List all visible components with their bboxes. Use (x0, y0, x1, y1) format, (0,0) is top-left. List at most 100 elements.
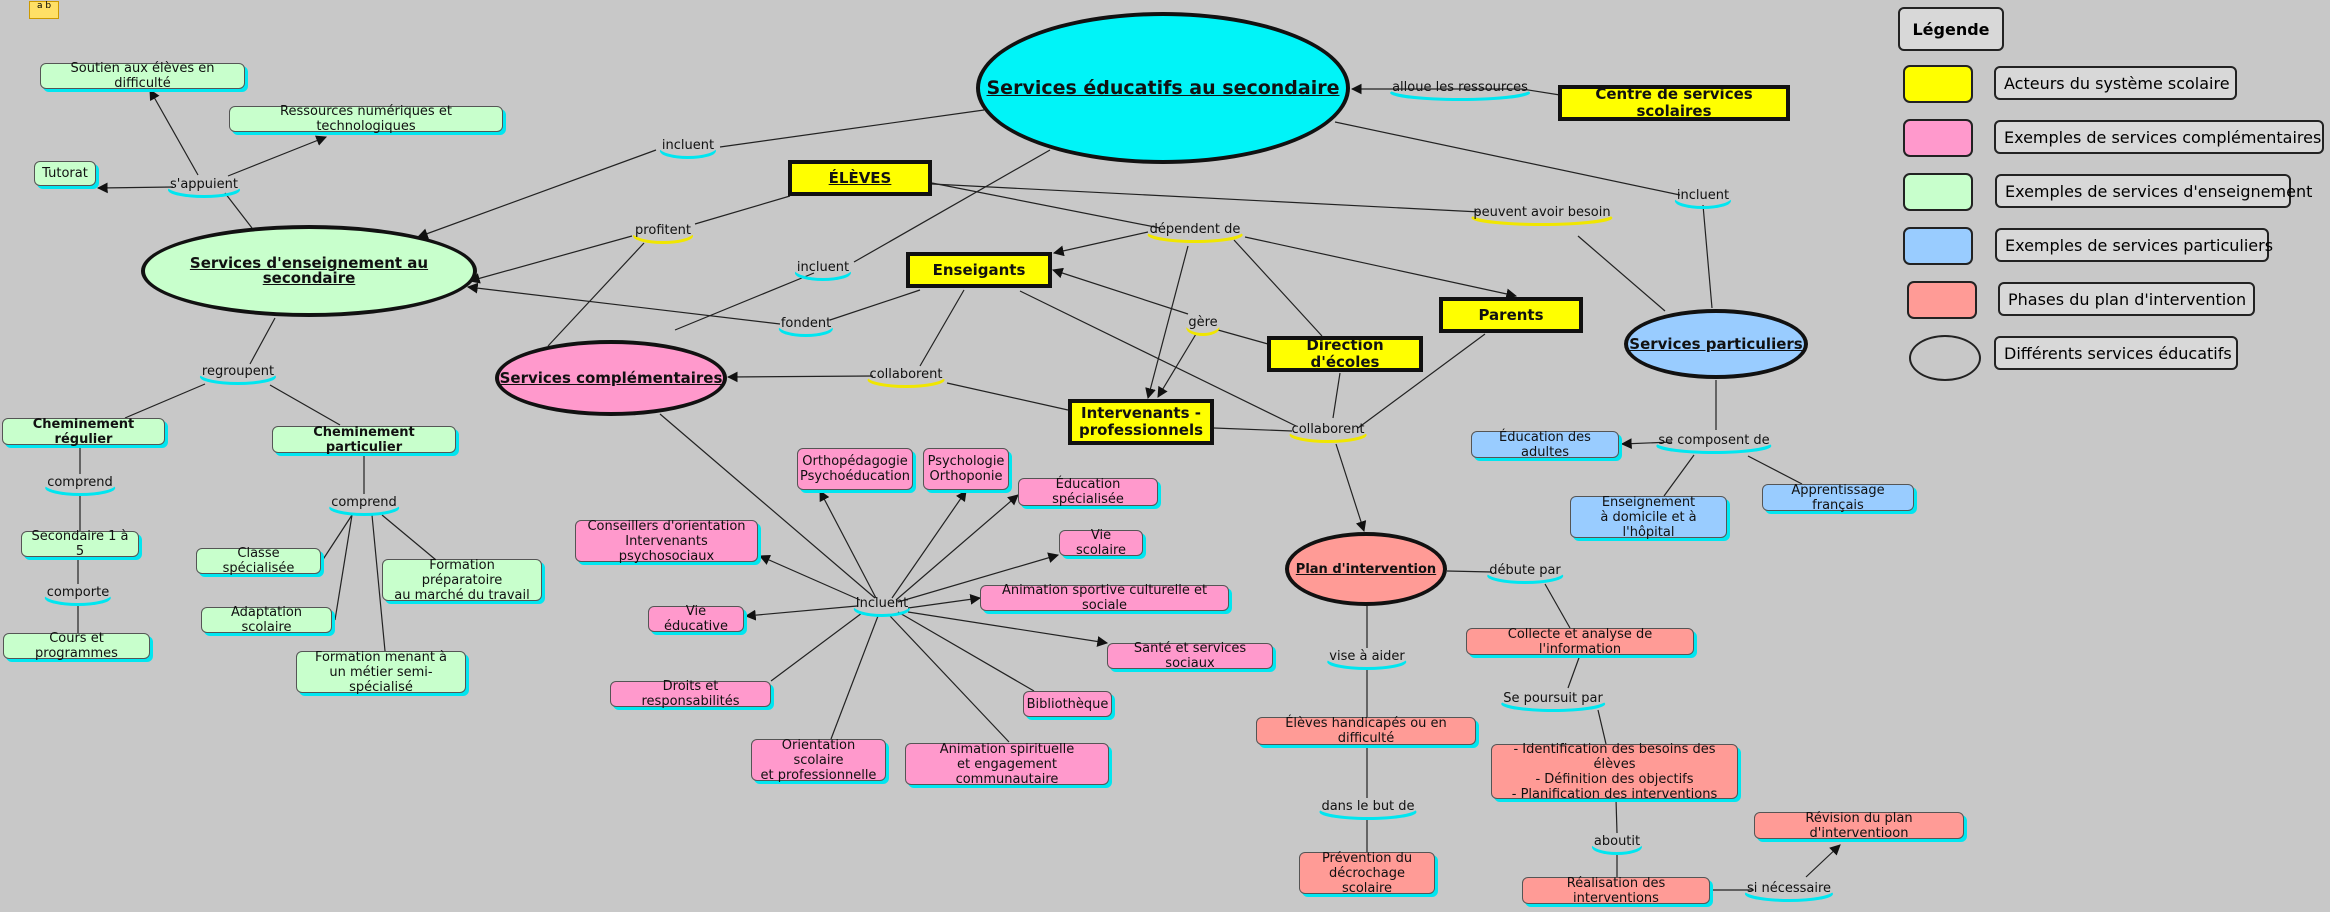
link-comporte: comporte (44, 585, 112, 603)
node-droits[interactable]: Droits et responsabilités (610, 679, 771, 709)
connector-line (149, 89, 199, 176)
node-chem-regulier[interactable]: Cheminement régulier (2, 417, 165, 447)
connector-line (1567, 654, 1581, 689)
connector-line (96, 182, 174, 194)
connector-line (1217, 329, 1269, 345)
node-eleves[interactable]: ÉLÈVES (788, 160, 932, 196)
node-services-enseignement[interactable]: Services d'enseignement au secondaire (141, 225, 477, 317)
connector-line (1702, 204, 1713, 309)
node-formation-prep[interactable]: Formation préparatoire au marché du trav… (382, 558, 542, 603)
node-direction[interactable]: Direction d'écoles (1267, 336, 1423, 372)
node-soutien[interactable]: Soutien aux élèves en difficulté (40, 61, 245, 91)
connector-line (269, 384, 341, 426)
node-eleves-handicapes[interactable]: Élèves handicapés ou en difficulté (1256, 716, 1476, 746)
node-apprentissage[interactable]: Apprentissage français (1762, 483, 1914, 513)
node-prevention[interactable]: Prévention du décrochage scolaire (1299, 851, 1435, 896)
link-se-poursuit: Se poursuit par (1500, 691, 1606, 709)
connector-line (897, 611, 1035, 692)
node-intervenants[interactable]: Intervenants - professionnels (1068, 399, 1214, 445)
connector-line (659, 413, 876, 599)
node-educ-adultes[interactable]: Éducation des adultes (1471, 430, 1619, 460)
legend-swatch (1907, 281, 1977, 319)
node-secondaire[interactable]: Secondaire 1 à 5 (21, 529, 139, 559)
node-enseign-domicile[interactable]: Enseignement à domicile et à l'hôpital (1570, 495, 1727, 540)
node-identification[interactable]: - Identification des besoins des élèves … (1491, 742, 1738, 802)
link-comprend-a: comprend (44, 475, 116, 493)
node-realisation[interactable]: Réalisation des interventions (1522, 876, 1710, 906)
connector-line (1521, 88, 1561, 96)
connector-line (907, 593, 982, 609)
connector-line (1052, 231, 1149, 257)
node-collecte[interactable]: Collecte et analyse de l'information (1466, 627, 1694, 657)
connector-line (334, 514, 353, 621)
connector-line (1805, 844, 1841, 878)
node-revision[interactable]: Révision du plan d'interventioon (1754, 811, 1964, 841)
node-services-complementaires[interactable]: Services complémentaires (495, 340, 727, 416)
connector-line (1446, 570, 1493, 573)
node-adaptation[interactable]: Adaptation scolaire (201, 605, 332, 635)
node-tutorat[interactable]: Tutorat (34, 161, 96, 186)
link-sappuient: s'appuient (167, 177, 241, 195)
link-incluent-sc: Incluent (853, 596, 911, 614)
node-services-particuliers[interactable]: Services particuliers (1624, 309, 1808, 379)
connector-line (1544, 583, 1571, 629)
connector-line (694, 195, 791, 225)
node-vie-scolaire[interactable]: Vie scolaire (1059, 528, 1143, 558)
node-conseillers[interactable]: Conseillers d'orientation Intervenants p… (575, 519, 758, 564)
link-dans-le-but: dans le but de (1318, 799, 1417, 817)
connector-line (1335, 443, 1367, 533)
connector-line (371, 514, 386, 652)
node-ortho[interactable]: Orthopédagogie Psychoéducation (797, 448, 913, 490)
node-orientation[interactable]: Orientation scolaire et professionnelle (751, 738, 886, 783)
node-educ-spec[interactable]: Éducation spécialisée (1018, 477, 1158, 507)
node-vie-educative[interactable]: Vie éducative (648, 604, 744, 634)
concept-map-icon[interactable]: a b (29, 1, 59, 19)
link-vise: vise à aider (1326, 649, 1407, 667)
connector-line (759, 554, 861, 601)
connector-line (770, 612, 863, 682)
connector-line (1019, 290, 1297, 427)
connector-line (744, 605, 858, 621)
node-bibliotheque[interactable]: Bibliothèque (1023, 691, 1112, 717)
connector-line (224, 192, 253, 229)
connector-line (1620, 438, 1673, 450)
legend-swatch (1903, 119, 1973, 157)
legend-swatch (1903, 227, 1973, 265)
node-sante[interactable]: Santé et services sociaux (1107, 641, 1273, 671)
legend-label: Exemples de services particuliers (1995, 228, 2273, 262)
node-centre-services[interactable]: Centre de services scolaires (1558, 85, 1790, 121)
node-enseignants[interactable]: Enseigants (906, 252, 1052, 288)
legend-label: Acteurs du système scolaire (1994, 66, 2237, 100)
node-parents[interactable]: Parents (1439, 297, 1583, 333)
connector-line (1597, 709, 1607, 745)
connector-line (726, 371, 874, 383)
legend-label: Différents services éducatifs (1994, 336, 2238, 370)
node-plan-intervention[interactable]: Plan d'intervention (1285, 532, 1447, 606)
legend-label: Phases du plan d'intervention (1998, 282, 2255, 316)
connector-line (946, 382, 1069, 411)
link-aboutit: aboutit (1591, 834, 1643, 852)
connector-line (674, 272, 815, 331)
connector-line (1157, 333, 1197, 398)
node-services-educatifs[interactable]: Services éducatifs au secondaire (976, 12, 1350, 164)
connector-line (819, 490, 877, 599)
legend-swatch (1903, 173, 1973, 211)
node-animation-spir[interactable]: Animation spirituelle et engagement comm… (905, 742, 1109, 787)
node-ressources-num[interactable]: Ressources numériques et technologiques (229, 104, 503, 134)
node-classe-spec[interactable]: Classe spécialisée (196, 546, 321, 576)
connector-line (719, 109, 985, 148)
node-formation-semi[interactable]: Formation menant à un métier semi-spécia… (296, 650, 466, 695)
node-animation-sport[interactable]: Animation sportive culturelle et sociale (980, 583, 1229, 613)
connector-line (468, 235, 633, 284)
connector-line (1213, 427, 1293, 432)
legend-swatch (1903, 65, 1973, 103)
connector-line (895, 494, 1019, 601)
legend-title: Légende (1898, 7, 2004, 51)
link-si-necessaire: si nécessaire (1744, 881, 1834, 899)
connector-line (1615, 798, 1618, 834)
node-psycho[interactable]: Psychologie Orthoponie (923, 448, 1009, 490)
node-cours[interactable]: Cours et programmes (3, 631, 150, 661)
connector-line (1747, 455, 1803, 485)
legend-label: Exemples de services d'enseignement (1995, 174, 2312, 208)
node-chem-particulier[interactable]: Cheminement particulier (272, 425, 456, 455)
